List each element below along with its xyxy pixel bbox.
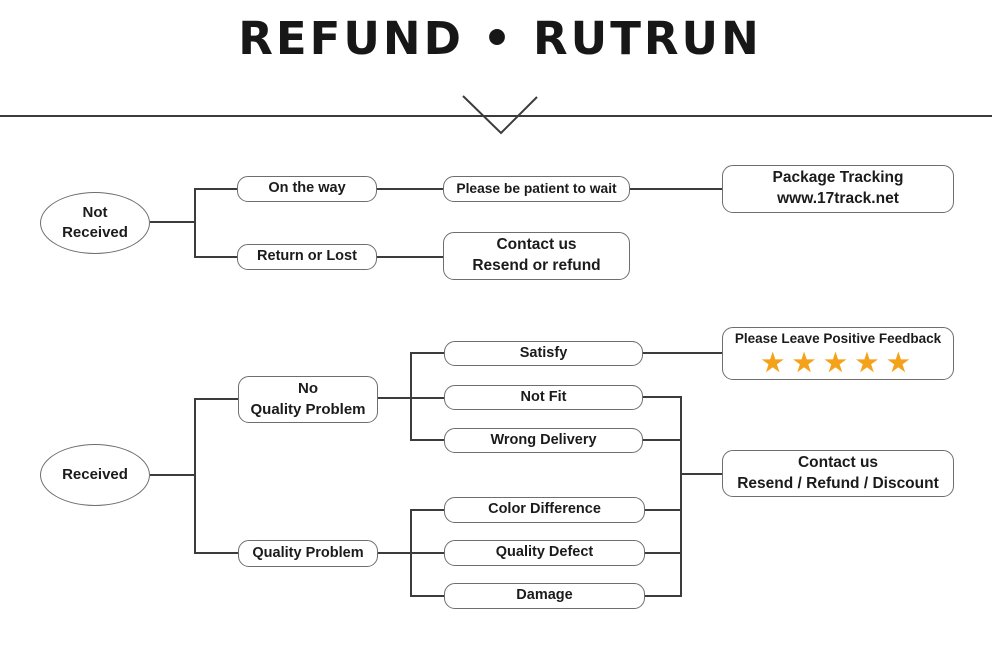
- connector-line: [410, 352, 412, 441]
- connector-line: [645, 509, 681, 511]
- connector-line: [643, 396, 681, 398]
- connector-line: [194, 256, 238, 258]
- connector-line: [645, 595, 681, 597]
- flow-node-no-quality-problem: No Quality Problem: [238, 376, 378, 423]
- connector-line: [194, 398, 238, 400]
- connector-line: [680, 473, 722, 475]
- connector-line: [194, 552, 238, 554]
- flow-node-damage: Damage: [444, 583, 645, 609]
- connector-line: [150, 474, 196, 476]
- flow-node-color-difference: Color Difference: [444, 497, 645, 523]
- connector-line: [377, 188, 443, 190]
- connector-line: [194, 188, 196, 258]
- connector-line: [194, 188, 238, 190]
- down-chevron-icon: [462, 95, 538, 135]
- star-row: ★★★★★: [761, 348, 919, 377]
- connector-line: [410, 352, 444, 354]
- separator-line: [0, 115, 992, 117]
- flow-node-not-fit: Not Fit: [444, 385, 643, 410]
- flow-node-satisfy: Satisfy: [444, 341, 643, 366]
- connector-line: [410, 509, 444, 511]
- connector-line: [645, 552, 681, 554]
- connector-line: [194, 398, 196, 554]
- flow-node-received: Received: [40, 444, 150, 506]
- flow-node-please-wait: Please be patient to wait: [443, 176, 630, 202]
- connector-line: [643, 439, 681, 441]
- connector-line: [150, 221, 196, 223]
- connector-line: [377, 256, 443, 258]
- flow-node-on-the-way: On the way: [237, 176, 377, 202]
- page-title: REFUND • RUTRUN: [238, 12, 762, 65]
- connector-line: [630, 188, 722, 190]
- connector-line: [410, 509, 412, 597]
- flow-node-return-or-lost: Return or Lost: [237, 244, 377, 270]
- flow-node-package-tracking: Package Tracking www.17track.net: [722, 165, 954, 213]
- connector-line: [410, 595, 444, 597]
- connector-line: [643, 352, 722, 354]
- flow-node-wrong-delivery: Wrong Delivery: [444, 428, 643, 453]
- flow-node-contact-resend-refund: Contact us Resend or refund: [443, 232, 630, 280]
- connector-line: [410, 439, 444, 441]
- connector-line: [680, 396, 682, 597]
- flow-node-not-received: Not Received: [40, 192, 150, 254]
- flow-node-quality-problem: Quality Problem: [238, 540, 378, 567]
- flow-node-contact-resend-refund-discount: Contact us Resend / Refund / Discount: [722, 450, 954, 497]
- flow-node-positive-feedback: Please Leave Positive Feedback ★★★★★: [722, 327, 954, 380]
- positive-feedback-label: Please Leave Positive Feedback: [734, 331, 942, 347]
- flow-node-quality-defect: Quality Defect: [444, 540, 645, 566]
